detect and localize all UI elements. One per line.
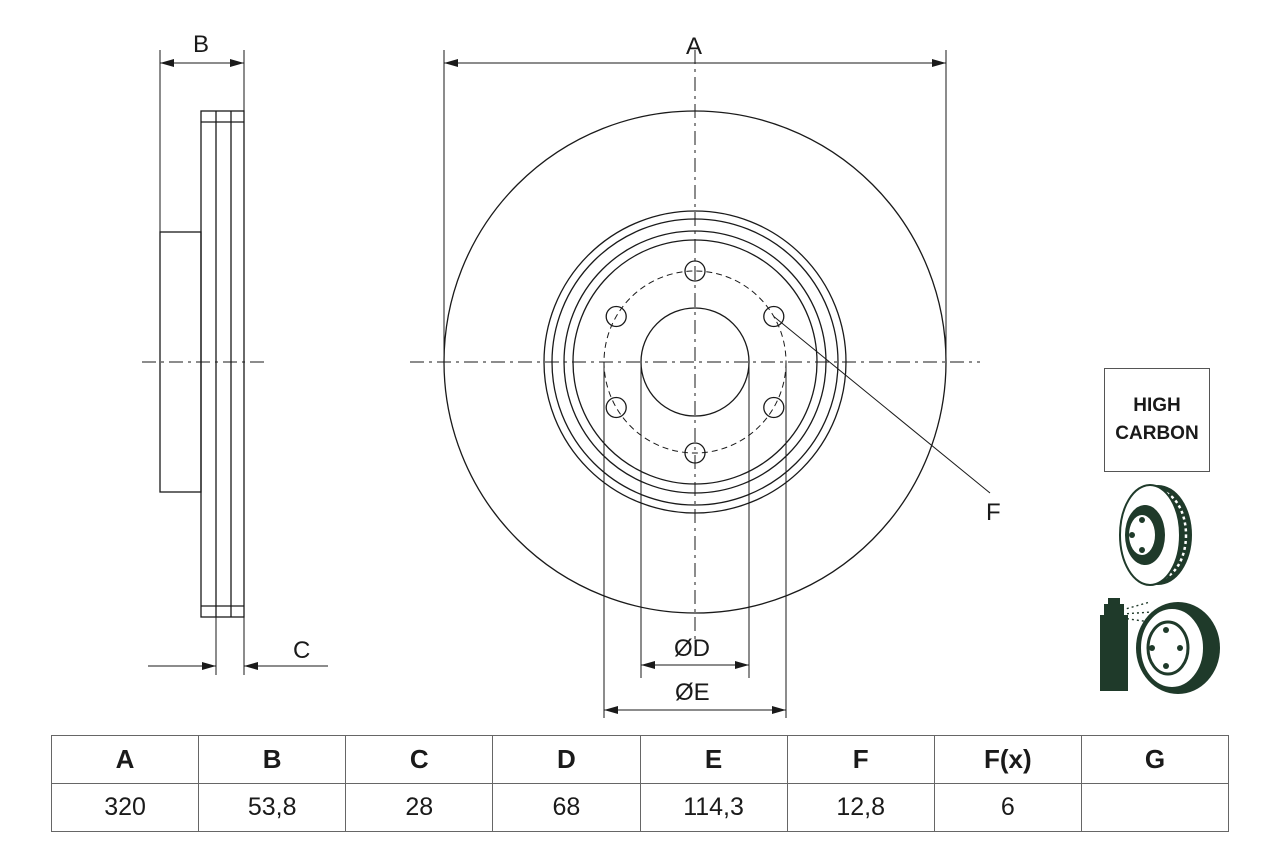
spec-value-cell: 12,8 <box>786 783 935 832</box>
label-a: A <box>686 33 702 60</box>
spec-header-cell: D <box>492 735 641 784</box>
badge-line-1: HIGH <box>1133 395 1181 416</box>
spec-table: A B C D E F F(x) G 320 53,8 28 68 114,3 … <box>50 735 1230 832</box>
spec-header-cell: B <box>198 735 347 784</box>
spec-value-cell: 6 <box>933 783 1082 832</box>
high-carbon-badge: HIGH CARBON <box>1104 368 1210 472</box>
vented-disc-icon <box>1119 484 1192 586</box>
spec-value-cell: 28 <box>345 783 494 832</box>
spec-value-cell <box>1080 783 1230 832</box>
label-e: ØE <box>675 679 710 706</box>
spec-header-cell: E <box>639 735 788 784</box>
label-d: ØD <box>674 635 710 662</box>
bolt-hole <box>605 396 627 419</box>
spec-header-cell: F(x) <box>933 735 1082 784</box>
front-view <box>410 50 991 718</box>
label-c: C <box>293 637 310 664</box>
badge-line-2: CARBON <box>1115 423 1199 444</box>
label-f: F <box>986 499 1001 526</box>
spec-header-cell: G <box>1080 735 1230 784</box>
spec-header-row: A B C D E F F(x) G <box>50 735 1230 784</box>
bolt-hole <box>763 305 785 328</box>
bolt-hole <box>605 305 627 328</box>
spec-header-cell: C <box>345 735 494 784</box>
spec-value-cell: 114,3 <box>639 783 788 832</box>
spec-value-cell: 68 <box>492 783 641 832</box>
label-b: B <box>193 31 209 58</box>
side-ring <box>200 110 245 618</box>
spec-value-row: 320 53,8 28 68 114,3 12,8 6 <box>50 783 1230 832</box>
coating-spray-icon <box>1100 598 1220 694</box>
spec-header-cell: A <box>50 735 200 784</box>
spec-header-cell: F <box>786 735 935 784</box>
spec-value-cell: 53,8 <box>198 783 347 832</box>
side-view <box>142 50 328 675</box>
spec-value-cell: 320 <box>50 783 200 832</box>
bolt-hole <box>763 396 785 419</box>
